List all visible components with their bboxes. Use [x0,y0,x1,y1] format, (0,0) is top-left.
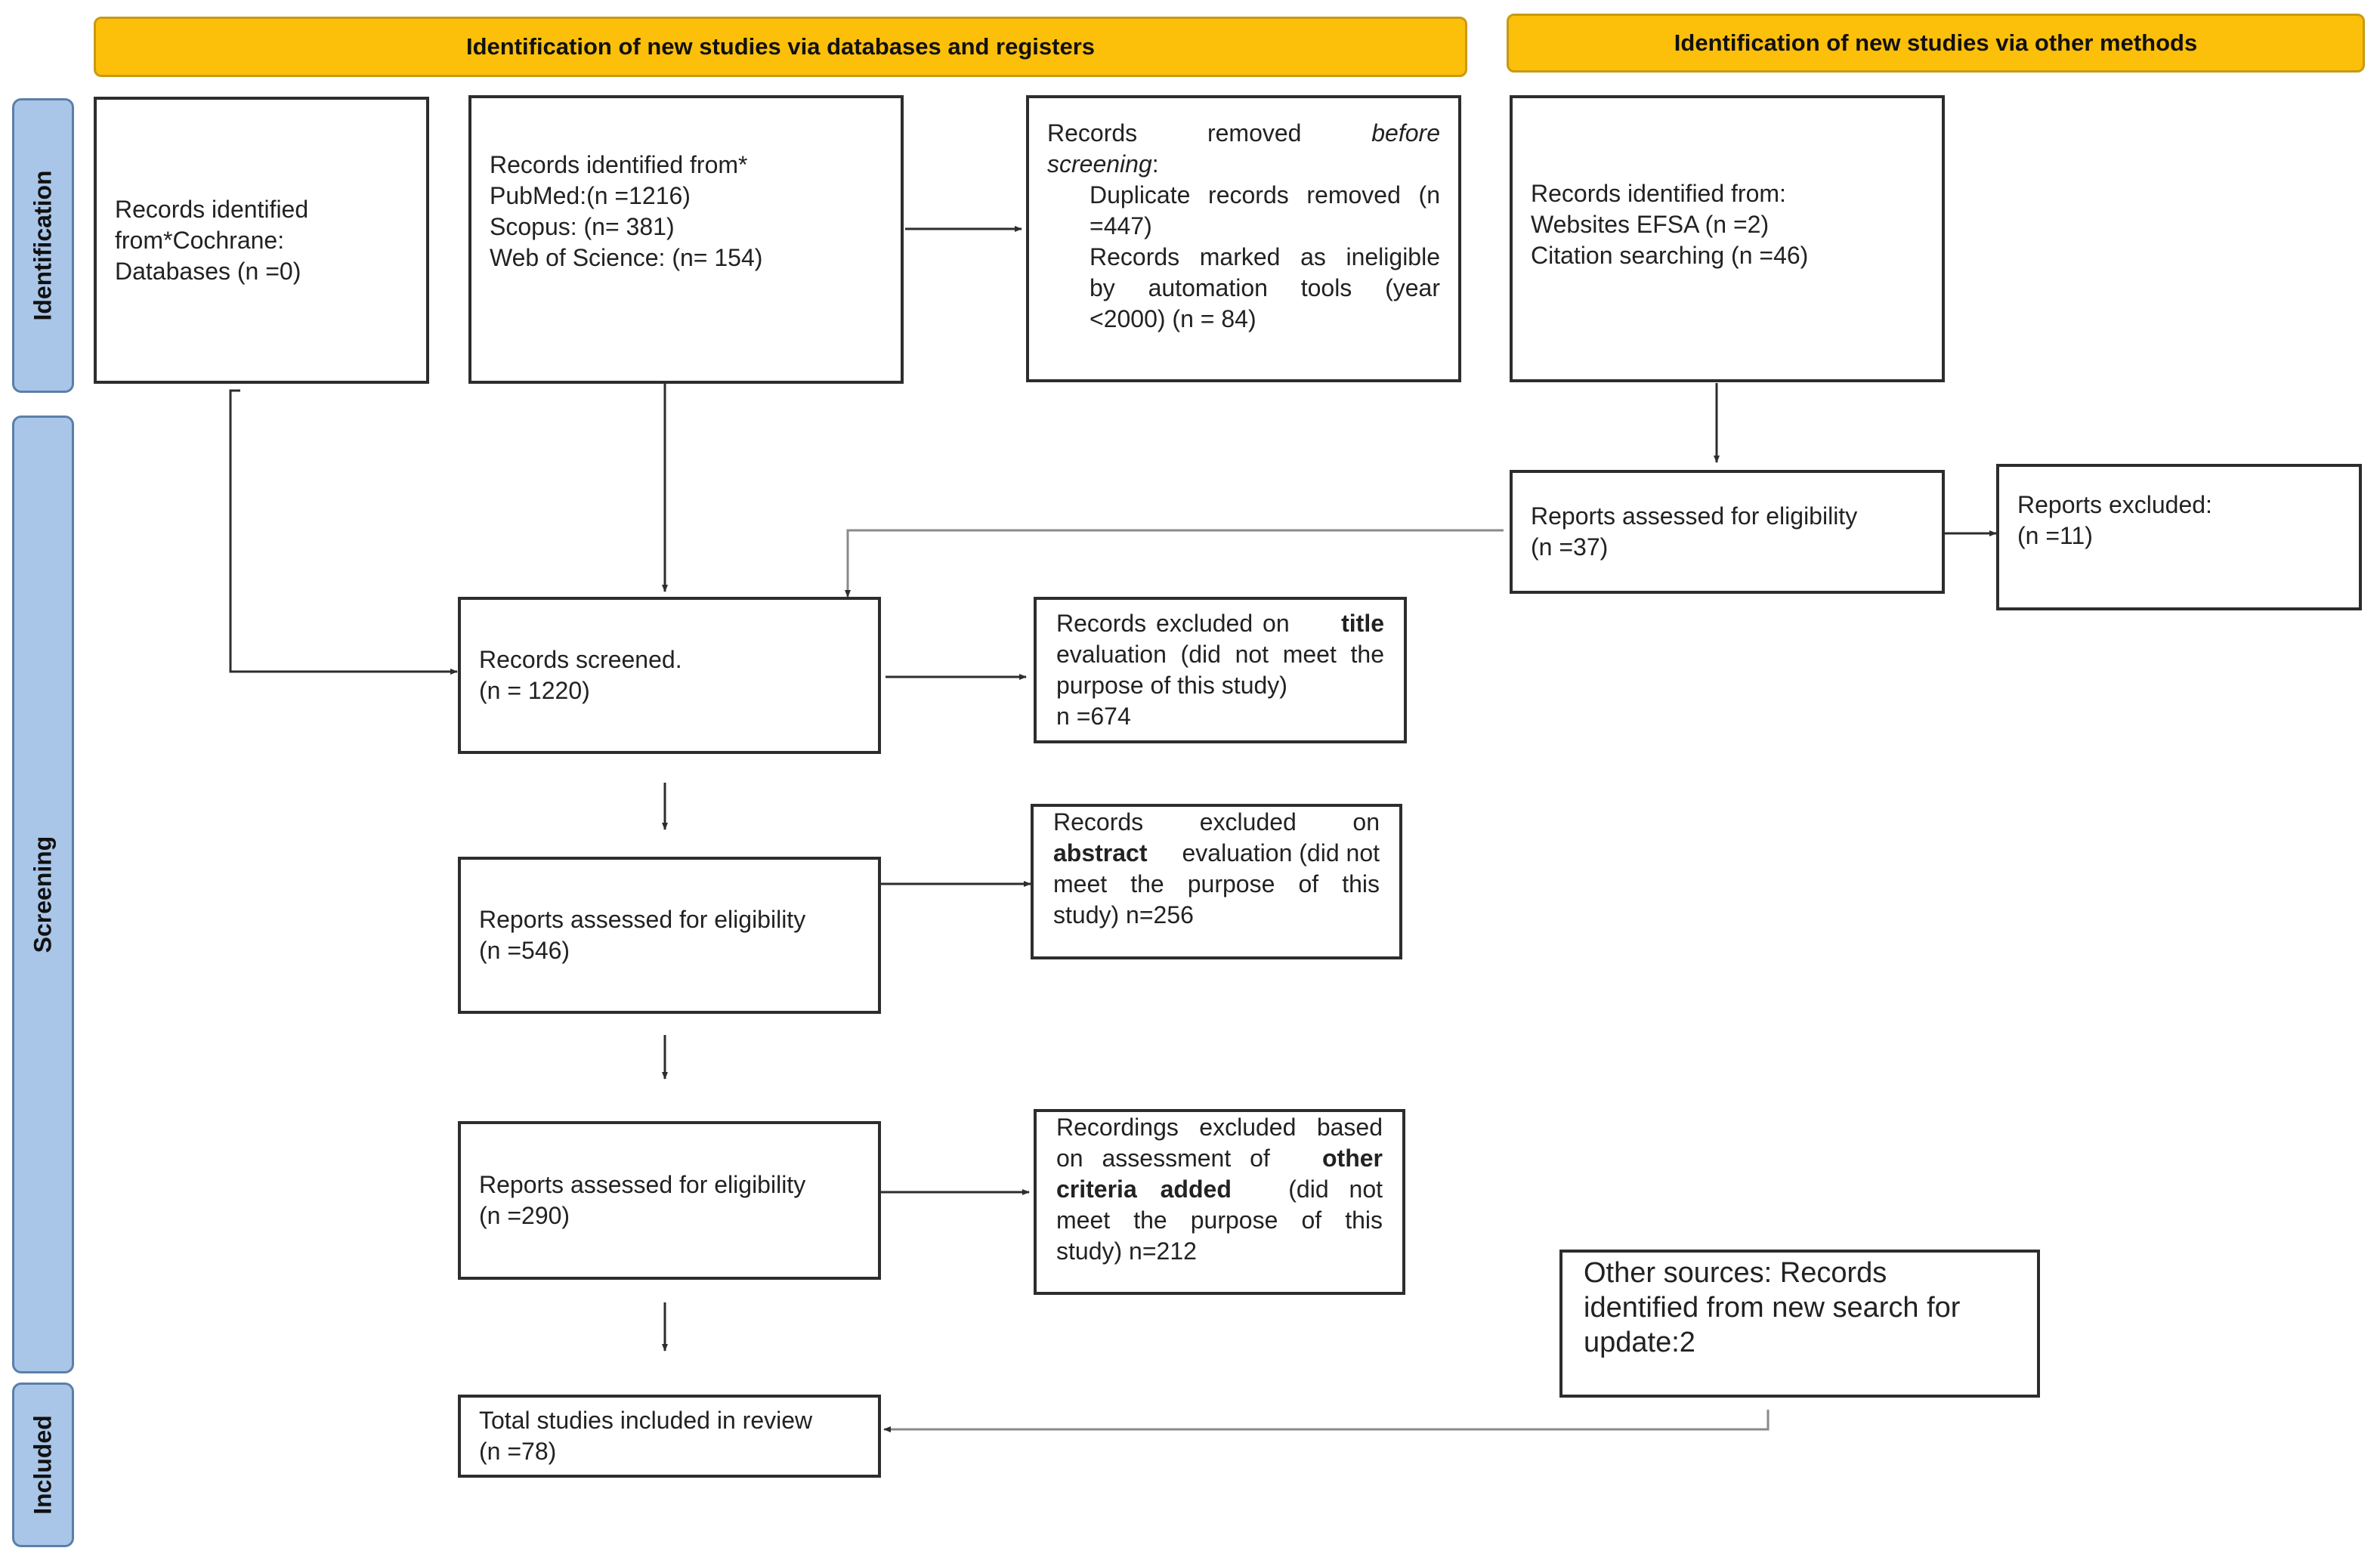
box-reports-assessed-290: Reports assessed for eligibility (n =290… [458,1121,881,1280]
box-title-excluded: Records excluded on title evaluation (di… [1034,597,1407,743]
criteria-excl-words-criteria-added: criteria added [1056,1176,1232,1203]
removed-line-4: =447) [1090,212,1152,239]
arrow-cochrane-to-screened [229,389,458,675]
databases-line-4: Web of Science: (n= 154) [490,244,763,271]
removed-word-screening: screening [1047,150,1152,178]
arrow-other-reports-to-screened [845,529,1504,598]
title-excl-line-4: n =674 [1056,703,1131,730]
reports546-line-1: Reports assessed for eligibility [479,906,806,933]
header-other-methods-text: Identification of new studies via other … [1674,29,2198,56]
box-other-reports-excluded: Reports excluded: (n =11) [1996,464,2362,610]
cochrane-line-3: Databases (n =0) [115,257,301,285]
header-databases: Identification of new studies via databa… [94,17,1467,77]
box-abstract-excluded: Records excluded on abstract evaluation … [1031,804,1402,959]
removed-line-1: Records removed before [1047,118,1440,149]
removed-line-5: Records marked as ineligible [1090,243,1440,270]
reports290-line-2: (n =290) [479,1202,570,1229]
title-excl-line-1: Records excluded on title [1056,608,1384,639]
removed-line-3: Duplicate records removed (n [1090,181,1440,209]
included-line-1: Total studies included in review [479,1407,813,1434]
abstract-excl-line-1: Records excluded on [1053,808,1380,836]
criteria-excl-text-a: on assessment of [1056,1145,1270,1172]
databases-line-3: Scopus: (n= 381) [490,213,675,240]
removed-line-7: <2000) (n = 84) [1090,305,1256,332]
box-criteria-excluded: Recordings excluded based on assessment … [1034,1109,1405,1295]
title-excl-word-title: title [1341,610,1384,637]
other-identified-line-3: Citation searching (n =46) [1531,242,1809,269]
box-records-screened: Records screened. (n = 1220) [458,597,881,754]
header-other-methods: Identification of new studies via other … [1507,14,2365,73]
other-identified-line-1: Records identified from: [1531,180,1786,207]
stage-identification: Identification [12,98,74,393]
box-other-reports-assessed: Reports assessed for eligibility (n =37) [1510,470,1945,594]
databases-line-2: PubMed:(n =1216) [490,182,691,209]
box-database-records: Records identified from* PubMed:(n =1216… [468,95,904,384]
removed-line-6: by automation tools (year [1090,274,1440,301]
box-total-included: Total studies included in review (n =78) [458,1395,881,1478]
stage-screening: Screening [12,416,74,1373]
other-excluded-line-2: (n =11) [2017,522,2093,549]
header-databases-text: Identification of new studies via databa… [465,33,1096,60]
box-update-records: Other sources: Records identified from n… [1559,1250,2040,1398]
criteria-excl-line-5: study) n=212 [1056,1237,1197,1265]
screened-line-2: (n = 1220) [479,677,590,704]
update-line-3: update:2 [1584,1327,1695,1358]
abstract-excl-line-3: meet the purpose of this [1053,870,1380,897]
abstract-excl-text-b: evaluation (did not [1182,839,1380,867]
criteria-excl-line-4: meet the purpose of this [1056,1206,1383,1234]
box-reports-assessed-546: Reports assessed for eligibility (n =546… [458,857,881,1014]
update-line-1: Other sources: Records [1584,1257,1887,1289]
included-line-2: (n =78) [479,1438,557,1465]
box-other-records: Records identified from: Websites EFSA (… [1510,95,1945,382]
stage-included: Included [12,1383,74,1547]
removed-word-removed: removed [1207,119,1302,147]
criteria-excl-line-1: Recordings excluded based [1056,1114,1383,1141]
criteria-excl-line-3: criteria added (did not [1056,1174,1383,1205]
abstract-excl-word-abstract: abstract [1053,839,1148,867]
reports546-line-2: (n =546) [479,937,570,964]
other-reports-line-1: Reports assessed for eligibility [1531,502,1858,530]
criteria-excl-text-b: (did not [1288,1176,1383,1203]
abstract-excl-line-2: abstract evaluation (did not [1053,838,1380,869]
other-excluded-line-1: Reports excluded: [2017,491,2212,518]
criteria-excl-word-other: other [1322,1145,1383,1172]
databases-line-1: Records identified from* [490,151,748,178]
box-cochrane-records: Records identified from*Cochrane: Databa… [94,97,429,384]
reports290-line-1: Reports assessed for eligibility [479,1171,806,1198]
screened-line-1: Records screened. [479,646,682,673]
removed-word-records: Records [1047,119,1138,147]
box-records-removed: Records removed before screening: Duplic… [1026,95,1461,382]
title-excl-line-3: purpose of this study) [1056,672,1287,699]
title-excl-text-a: Records excluded on [1056,610,1290,637]
cochrane-line-1: Records identified [115,195,309,223]
other-identified-line-2: Websites EFSA (n =2) [1531,211,1770,238]
criteria-excl-line-2: on assessment of other [1056,1143,1383,1174]
removed-line-2: screening: [1047,150,1159,178]
removed-word-before: before [1371,119,1440,147]
abstract-excl-line-4: study) n=256 [1053,901,1194,928]
title-excl-line-2: evaluation (did not meet the [1056,641,1384,668]
cochrane-line-2: from*Cochrane: [115,226,285,254]
arrow-update-to-included [883,1410,1770,1432]
update-line-2: identified from new search for [1584,1292,1961,1324]
other-reports-line-2: (n =37) [1531,533,1609,561]
